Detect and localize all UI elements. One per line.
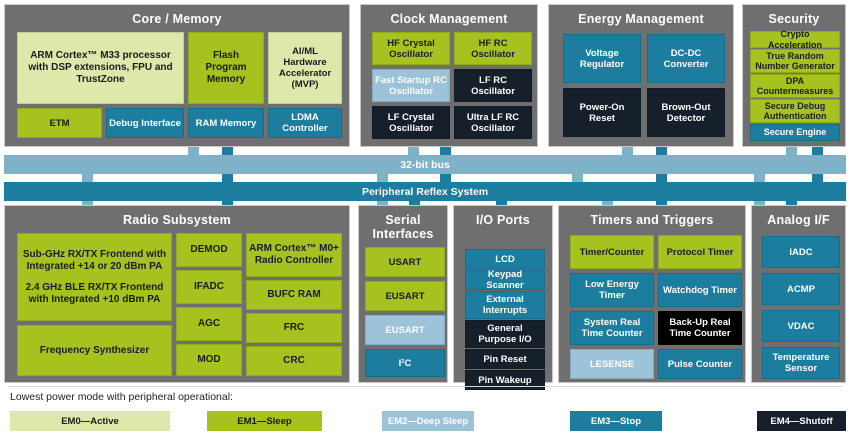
- bus-32bit: 32-bit bus: [4, 155, 846, 174]
- legend-swatch-em2: EM2—Deep Sleep: [382, 411, 474, 431]
- block-bufc-ram: BUFC RAM: [246, 280, 342, 310]
- block-backup-real-time-counter: Back-Up Real Time Counter: [658, 311, 742, 345]
- panel-timers-triggers: Timers and Triggers Timer/Counter Protoc…: [558, 205, 746, 383]
- block-secure-debug-authentication: Secure Debug Authentication: [750, 99, 840, 123]
- panel-title-radio-subsystem: Radio Subsystem: [123, 213, 231, 227]
- block-watchdog-timer: Watchdog Timer: [658, 273, 742, 307]
- legend-divider: [8, 386, 842, 387]
- panel-energy-management: Energy Management Voltage Regulator DC-D…: [548, 4, 734, 147]
- connector-bus32-gap-c: [572, 174, 583, 182]
- connector-core-to-bus32-a: [188, 147, 199, 157]
- connector-clock-to-bus32: [408, 147, 419, 157]
- block-mod: MOD: [176, 344, 242, 376]
- panel-security: Security Crypto Acceleration True Random…: [742, 4, 846, 147]
- panel-analog-if: Analog I/F IADC ACMP VDAC Temperature Se…: [751, 205, 846, 383]
- block-ldma-controller: LDMA Controller: [268, 108, 342, 138]
- connector-bus32-gap-a: [82, 174, 93, 182]
- legend-swatch-em4: EM4—Shutoff: [757, 411, 846, 431]
- panel-title-clock-management: Clock Management: [390, 12, 508, 26]
- block-hf-rc-oscillator: HF RC Oscillator: [454, 32, 532, 65]
- block-dc-dc-converter: DC-DC Converter: [647, 34, 725, 83]
- block-aiml-hardware-accelerator: AI/ML Hardware Accelerator (MVP): [268, 32, 342, 104]
- panel-title-energy-management: Energy Management: [578, 12, 704, 26]
- block-arm-cortex-m0-radio-controller: ARM Cortex™ M0+ Radio Controller: [246, 233, 342, 277]
- block-demod: DEMOD: [176, 233, 242, 267]
- block-arm-cortex-m33: ARM Cortex™ M33 processor with DSP exten…: [17, 32, 184, 104]
- panel-title-security: Security: [768, 12, 820, 26]
- block-brown-out-detector: Brown-Out Detector: [647, 88, 725, 137]
- block-dpa-countermeasures: DPA Countermeasures: [750, 74, 840, 98]
- block-protocol-timer: Protocol Timer: [658, 235, 742, 269]
- block-external-interrupts: External Interrupts: [465, 291, 545, 319]
- panel-title-core-memory: Core / Memory: [132, 12, 222, 26]
- panel-clock-management: Clock Management HF Crystal Oscillator H…: [360, 4, 538, 147]
- panel-radio-subsystem: Radio Subsystem Sub-GHz RX/TX Frontend w…: [4, 205, 350, 383]
- block-timer-counter: Timer/Counter: [570, 235, 654, 269]
- block-agc: AGC: [176, 307, 242, 341]
- legend-swatch-em0: EM0—Active: [10, 411, 170, 431]
- block-temperature-sensor: Temperature Sensor: [762, 347, 840, 379]
- block-frc: FRC: [246, 313, 342, 343]
- block-low-energy-timer: Low Energy Timer: [570, 273, 654, 307]
- connector-bus32-gap-d: [754, 174, 765, 182]
- block-lf-rc-oscillator: LF RC Oscillator: [454, 69, 532, 102]
- block-crc: CRC: [246, 346, 342, 376]
- block-lesense: LESENSE: [570, 349, 654, 379]
- panel-io-ports: I/O Ports LCD Keypad Scanner External In…: [453, 205, 553, 390]
- block-etm: ETM: [17, 108, 102, 138]
- connector-bus32-gap-b: [377, 174, 388, 182]
- block-vdac: VDAC: [762, 310, 840, 342]
- connector-security-to-bus32: [786, 147, 797, 157]
- block-hf-crystal-oscillator: HF Crystal Oscillator: [372, 32, 450, 65]
- panel-core-memory: Core / Memory ARM Cortex™ M33 processor …: [4, 4, 350, 147]
- block-secure-engine: Secure Engine: [750, 124, 840, 141]
- block-lf-crystal-oscillator: LF Crystal Oscillator: [372, 106, 450, 139]
- block-general-purpose-io: General Purpose I/O: [465, 320, 545, 348]
- panel-title-serial-interfaces: Serial Interfaces: [372, 213, 434, 241]
- block-i2c: I²C: [365, 349, 445, 377]
- legend-swatch-em1: EM1—Sleep: [207, 411, 322, 431]
- block-acmp: ACMP: [762, 273, 840, 305]
- block-usart: USART: [365, 247, 445, 277]
- panel-serial-interfaces: Serial Interfaces USART EUSART EUSART I²…: [358, 205, 448, 383]
- block-true-random-number-generator: True Random Number Generator: [750, 49, 840, 73]
- block-radio-frontends: Sub-GHz RX/TX Frontend with Integrated +…: [17, 233, 172, 321]
- bus-prs-label: Peripheral Reflex System: [361, 185, 489, 198]
- block-pulse-counter: Pulse Counter: [658, 349, 742, 379]
- block-system-real-time-counter: System Real Time Counter: [570, 311, 654, 345]
- panel-title-timers-triggers: Timers and Triggers: [590, 213, 714, 227]
- block-crypto-acceleration: Crypto Acceleration: [750, 29, 840, 50]
- block-debug-interface: Debug Interface: [106, 108, 184, 138]
- panel-title-io-ports: I/O Ports: [476, 213, 530, 227]
- block-pin-reset: Pin Reset: [465, 349, 545, 369]
- legend-swatch-em3: EM3—Stop: [570, 411, 662, 431]
- block-ifadc: IFADC: [176, 270, 242, 304]
- bus-32bit-label: 32-bit bus: [400, 158, 450, 171]
- block-eusart-em1: EUSART: [365, 281, 445, 311]
- block-iadc: IADC: [762, 236, 840, 268]
- legend-note: Lowest power mode with peripheral operat…: [10, 391, 233, 403]
- block-pin-wakeup: Pin Wakeup: [465, 370, 545, 390]
- block-ram-memory: RAM Memory: [188, 108, 264, 138]
- block-ultra-lf-rc-oscillator: Ultra LF RC Oscillator: [454, 106, 532, 139]
- block-flash-program-memory: Flash Program Memory: [188, 32, 264, 104]
- block-lcd: LCD: [465, 249, 545, 269]
- connector-energy-to-bus32: [622, 147, 633, 157]
- block-keypad-scanner: Keypad Scanner: [465, 269, 545, 291]
- block-fast-startup-rc-oscillator: Fast Startup RC Oscillator: [372, 69, 450, 102]
- block-power-on-reset: Power-On Reset: [563, 88, 641, 137]
- block-voltage-regulator: Voltage Regulator: [563, 34, 641, 83]
- block-frequency-synthesizer: Frequency Synthesizer: [17, 325, 172, 376]
- block-eusart-em2: EUSART: [365, 315, 445, 345]
- panel-title-analog-if: Analog I/F: [767, 213, 830, 227]
- bus-peripheral-reflex-system: Peripheral Reflex System: [4, 182, 846, 201]
